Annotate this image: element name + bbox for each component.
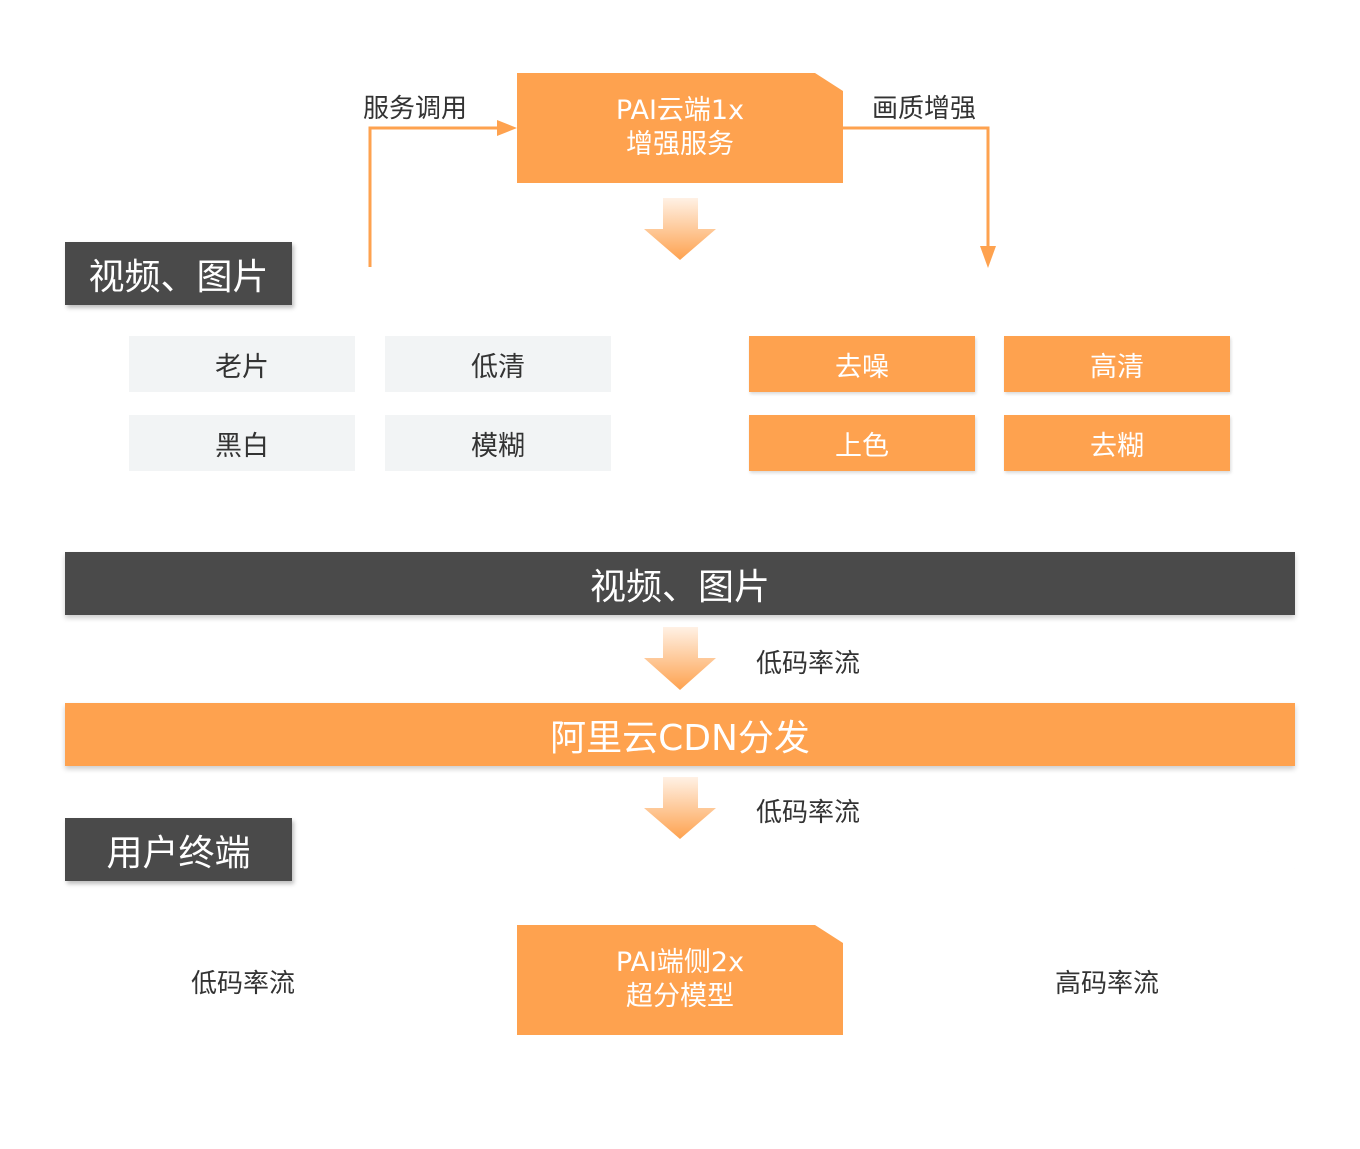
- low-bitrate-label-1: 低码率流: [756, 649, 861, 679]
- cloud-service-line2: 增强服务: [626, 129, 734, 160]
- service-call-line: [368, 126, 505, 267]
- down-arrow-2: [644, 627, 716, 690]
- down-arrow-3: [644, 777, 716, 839]
- media-bar: 视频、图片: [65, 552, 1295, 615]
- terminal-output-label: 高码率流: [1055, 969, 1160, 999]
- terminal-panel-tag: 用户终端: [65, 818, 292, 881]
- input-blurry: 模糊: [385, 415, 611, 471]
- edge-model-line2: 超分模型: [626, 981, 734, 1012]
- cloud-enhance-service-box: PAI云端1x 增强服务: [517, 73, 843, 183]
- media-panel-tag: 视频、图片: [65, 242, 292, 305]
- edge-model-line1: PAI端侧2x: [615, 947, 745, 978]
- cloud-service-line1: PAI云端1x: [615, 95, 745, 126]
- input-black-white: 黑白: [129, 415, 355, 471]
- low-bitrate-label-2: 低码率流: [756, 798, 861, 828]
- output-hd: 高清: [1004, 336, 1230, 392]
- input-old-film: 老片: [129, 336, 355, 392]
- down-arrow-1: [644, 198, 716, 260]
- quality-enhance-line: [843, 126, 990, 252]
- output-deblur: 去糊: [1004, 415, 1230, 471]
- output-denoise: 去噪: [749, 336, 975, 392]
- edge-sr-model-box: PAI端侧2x 超分模型: [517, 925, 843, 1035]
- output-colorize: 上色: [749, 415, 975, 471]
- service-call-label: 服务调用: [363, 94, 468, 124]
- terminal-input-label: 低码率流: [191, 969, 296, 999]
- input-low-res: 低清: [385, 336, 611, 392]
- cdn-bar: 阿里云CDN分发: [65, 703, 1295, 766]
- quality-enhance-arrowhead: [980, 246, 996, 268]
- service-call-arrowhead: [497, 120, 517, 136]
- quality-enhance-label: 画质增强: [872, 94, 977, 124]
